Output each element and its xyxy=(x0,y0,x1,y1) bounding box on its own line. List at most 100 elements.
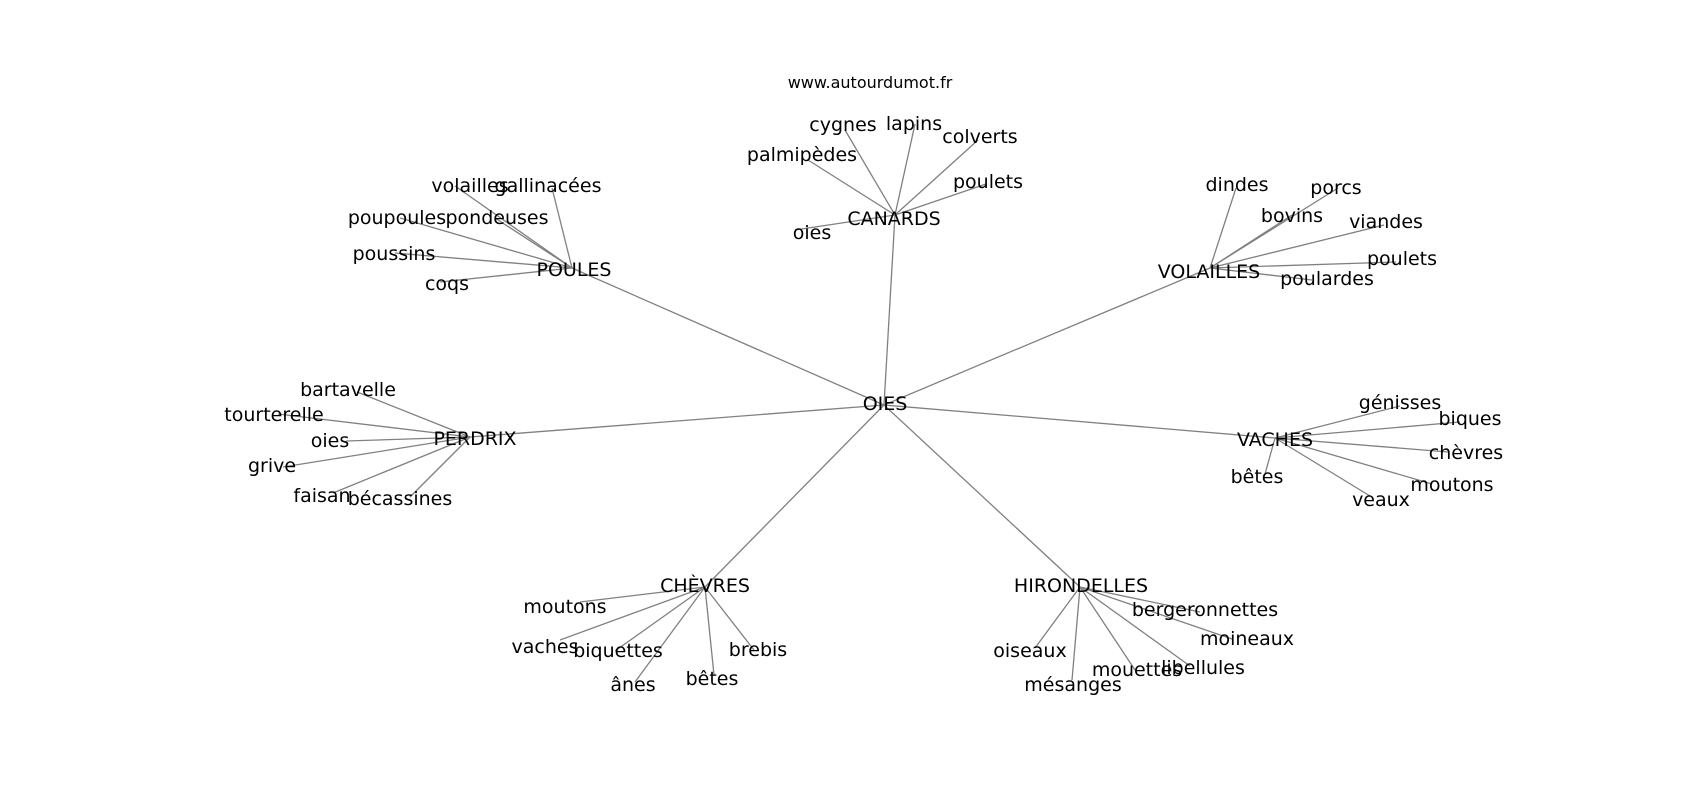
leaf-node-hirondelles-4: mouettes xyxy=(1092,659,1182,681)
edge-center-poules xyxy=(571,267,885,406)
leaf-node-volailles-5: poulardes xyxy=(1280,268,1374,290)
edge-perdrix-5 xyxy=(409,436,471,498)
edge-hirondelles-3 xyxy=(1071,586,1081,681)
leaf-node-hirondelles-1: moineaux xyxy=(1200,628,1294,650)
edge-center-volailles xyxy=(883,267,1211,406)
leaf-node-poules-5: coqs xyxy=(425,273,469,295)
edge-chevres-4 xyxy=(704,586,715,676)
leaf-node-volailles-1: porcs xyxy=(1310,177,1361,199)
edge-center-canards xyxy=(883,214,896,406)
leaf-node-volailles-0: dindes xyxy=(1205,174,1268,196)
leaf-node-canards-4: poulets xyxy=(953,171,1023,193)
edge-volailles-3 xyxy=(1209,224,1385,269)
edge-vaches-2 xyxy=(1274,437,1449,453)
edge-perdrix-2 xyxy=(345,436,471,442)
edge-canards-2 xyxy=(894,139,979,216)
leaf-node-perdrix-1: tourterelle xyxy=(224,404,323,426)
leaf-node-chevres-2: biquettes xyxy=(573,640,663,662)
edge-canards-1 xyxy=(894,123,916,216)
edge-vaches-3 xyxy=(1274,437,1433,485)
edge-center-chevres xyxy=(704,404,885,588)
leaf-node-hirondelles-5: libellules xyxy=(1161,657,1245,679)
leaf-node-poules-1: gallinacées xyxy=(495,175,602,197)
leaf-node-chevres-0: moutons xyxy=(523,596,606,618)
center-node-label: OIES xyxy=(863,393,908,415)
cluster-node-perdrix: PERDRIX xyxy=(433,428,516,450)
leaf-node-hirondelles-3: mésanges xyxy=(1024,674,1121,696)
leaf-node-poules-3: pondeuses xyxy=(445,207,548,229)
leaf-node-canards-3: palmipèdes xyxy=(747,144,857,166)
leaf-node-chevres-3: ânes xyxy=(610,674,655,696)
cluster-node-volailles: VOLAILLES xyxy=(1158,261,1260,283)
edge-vaches-1 xyxy=(1274,421,1461,439)
leaf-node-perdrix-0: bartavelle xyxy=(300,379,396,401)
leaf-node-canards-1: lapins xyxy=(886,113,942,135)
leaf-node-perdrix-2: oies xyxy=(311,430,350,452)
edge-chevres-2 xyxy=(614,586,706,652)
edge-chevres-5 xyxy=(704,586,755,651)
edge-canards-4 xyxy=(894,183,987,216)
edge-poules-4 xyxy=(394,252,573,269)
edge-poules-1 xyxy=(551,187,573,269)
edge-hirondelles-5 xyxy=(1079,586,1191,667)
leaf-node-vaches-2: chèvres xyxy=(1429,442,1503,464)
edge-volailles-0 xyxy=(1209,187,1237,269)
edge-chevres-3 xyxy=(634,586,706,683)
source-url: www.autourdumot.fr xyxy=(788,73,953,92)
leaf-node-perdrix-3: grive xyxy=(248,455,296,477)
edge-center-vaches xyxy=(883,404,1276,439)
edge-vaches-5 xyxy=(1264,437,1276,475)
edge-poules-5 xyxy=(439,267,573,283)
edge-vaches-0 xyxy=(1274,405,1401,439)
leaf-node-poules-2: poupoules xyxy=(348,207,446,229)
leaf-node-canards-0: cygnes xyxy=(809,114,876,136)
edge-poules-3 xyxy=(494,217,573,269)
edge-hirondelles-2 xyxy=(1034,586,1081,649)
cluster-node-chevres: CHÈVRES xyxy=(660,574,750,597)
edge-hirondelles-0 xyxy=(1079,586,1201,613)
cluster-node-vaches: VACHES xyxy=(1237,429,1313,451)
edge-center-perdrix xyxy=(469,404,885,438)
cluster-node-poules: POULES xyxy=(537,259,612,281)
leaf-node-volailles-2: bovins xyxy=(1261,205,1323,227)
leaf-node-vaches-1: biques xyxy=(1438,408,1501,430)
edge-canards-3 xyxy=(807,159,896,216)
edge-perdrix-0 xyxy=(356,391,471,438)
leaf-node-chevres-4: bêtes xyxy=(686,668,739,690)
leaf-node-poules-0: volailles xyxy=(431,175,508,197)
leaf-node-canards-2: colverts xyxy=(942,126,1017,148)
leaf-node-hirondelles-2: oiseaux xyxy=(993,640,1066,662)
cluster-node-canards: CANARDS xyxy=(847,208,940,230)
edge-volailles-5 xyxy=(1209,267,1313,281)
edge-chevres-0 xyxy=(579,586,706,603)
leaf-node-hirondelles-0: bergeronnettes xyxy=(1132,599,1278,621)
leaf-node-vaches-0: génisses xyxy=(1359,392,1441,414)
edge-perdrix-4 xyxy=(332,436,471,494)
edge-volailles-4 xyxy=(1209,261,1397,269)
leaf-node-poules-4: poussins xyxy=(353,243,436,265)
leaf-node-canards-5: oies xyxy=(793,222,832,244)
edge-hirondelles-1 xyxy=(1079,586,1233,640)
edge-vaches-4 xyxy=(1274,437,1371,497)
edge-hirondelles-4 xyxy=(1079,586,1136,671)
cluster-node-hirondelles: HIRONDELLES xyxy=(1014,575,1148,597)
edge-perdrix-1 xyxy=(277,413,471,438)
leaf-node-perdrix-4: faisan xyxy=(293,485,350,507)
edge-canards-5 xyxy=(794,214,896,231)
edge-canards-0 xyxy=(844,129,896,216)
edge-center-hirondelles xyxy=(883,404,1081,588)
edge-chevres-1 xyxy=(559,586,706,641)
leaf-node-chevres-5: brebis xyxy=(729,639,787,661)
graph-edges xyxy=(277,123,1461,683)
leaf-node-vaches-3: moutons xyxy=(1410,474,1493,496)
leaf-node-vaches-4: veaux xyxy=(1352,489,1410,511)
edge-poules-0 xyxy=(454,185,573,269)
leaf-node-chevres-1: vaches xyxy=(512,636,579,658)
edge-poules-2 xyxy=(399,217,573,269)
leaf-node-volailles-3: viandes xyxy=(1349,211,1423,233)
leaf-node-perdrix-5: bécassines xyxy=(348,488,453,510)
edge-perdrix-3 xyxy=(282,436,471,468)
leaf-node-volailles-4: poulets xyxy=(1367,248,1437,270)
